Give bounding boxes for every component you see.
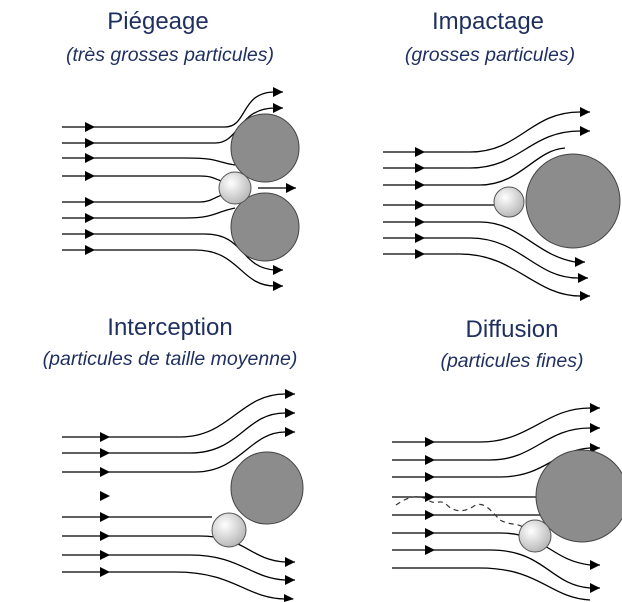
- title-impactage: Impactage: [431, 8, 545, 35]
- streamline: [383, 233, 588, 283]
- title-interception: Interception: [107, 314, 233, 341]
- fiber-bottom: [230, 192, 300, 262]
- streamline: [62, 512, 212, 522]
- particle: [211, 512, 247, 548]
- streamline: [392, 423, 600, 465]
- impactage-panel: [383, 107, 621, 301]
- streamline: [392, 443, 600, 482]
- streamline: [392, 545, 600, 593]
- streamline: [62, 531, 295, 567]
- fiber: [535, 449, 622, 543]
- subtitle-impactage: (grosses particules): [404, 44, 576, 66]
- streamline: [383, 217, 585, 267]
- streamline: [383, 200, 495, 210]
- streamline: [62, 567, 294, 602]
- streamline: [62, 207, 236, 223]
- interception-panel: [62, 389, 304, 602]
- particle-marker: [100, 491, 110, 501]
- piegeage-panel: [62, 87, 300, 291]
- streamline: [62, 245, 283, 291]
- streamline: [62, 171, 226, 183]
- subtitle-interception: (particules de taille moyenne): [42, 348, 298, 370]
- streamline: [392, 403, 600, 447]
- subtitle-diffusion: (particules fines): [440, 350, 584, 372]
- streamline: [392, 510, 540, 520]
- streamline: [392, 567, 591, 601]
- brownian-path: [395, 496, 527, 531]
- title-piegeage: Piégeage: [107, 8, 209, 35]
- streamline: [62, 193, 227, 207]
- particle: [518, 519, 552, 553]
- fiber-top: [230, 113, 300, 183]
- streamline: [258, 183, 296, 193]
- streamline: [383, 107, 590, 157]
- fiber: [525, 153, 621, 249]
- streamline: [383, 147, 566, 190]
- title-diffusion: Diffusion: [465, 316, 559, 343]
- streamline: [62, 153, 236, 166]
- subtitle-piegeage: (très grosses particules): [65, 44, 275, 66]
- particle: [493, 186, 525, 218]
- streamline: [62, 550, 295, 585]
- particle: [218, 171, 252, 205]
- streamline: [62, 389, 295, 442]
- streamline: [62, 427, 295, 477]
- streamline: [62, 408, 295, 458]
- streamline: [62, 87, 283, 132]
- fiber: [230, 451, 304, 525]
- diffusion-panel: [392, 403, 622, 601]
- streamline: [383, 249, 590, 301]
- streamline: [383, 126, 590, 173]
